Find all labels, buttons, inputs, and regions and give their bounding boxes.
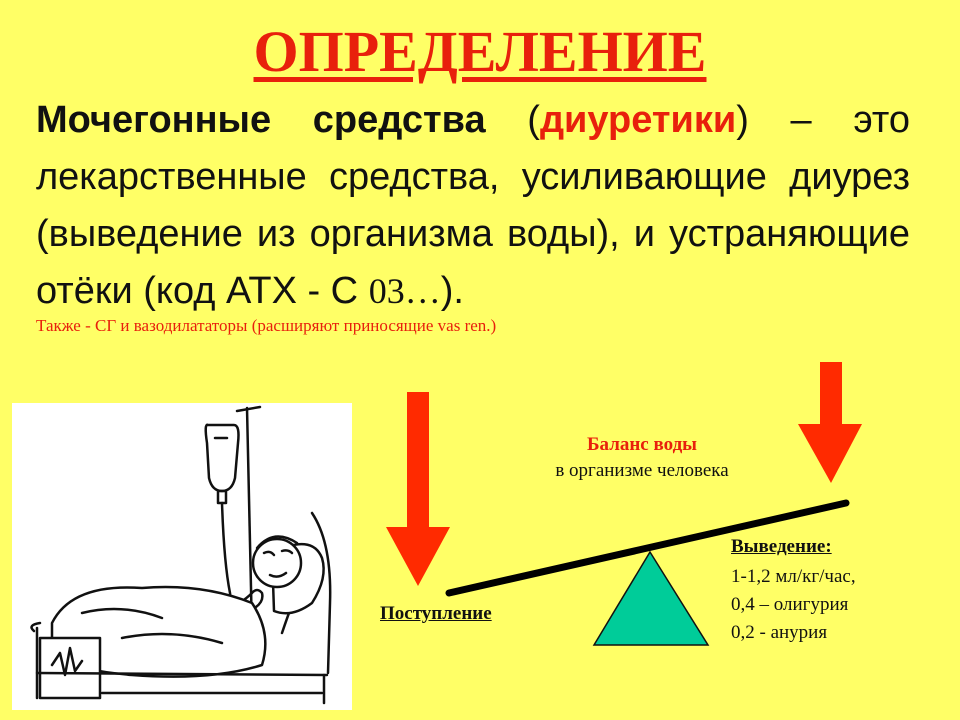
definition-synonym: диуретики bbox=[539, 99, 737, 141]
definition-text: Мочегонные средства (диуретики) – это ле… bbox=[36, 92, 910, 320]
output-title: Выведение: bbox=[731, 536, 832, 557]
open-paren: ( bbox=[527, 99, 540, 141]
slide-title: ОПРЕДЕЛЕНИЕ bbox=[253, 19, 707, 84]
definition-rest: – это лекарственные средства, усиливающи… bbox=[36, 99, 910, 312]
note-text: Также - СГ и вазодилататоры (расширяют п… bbox=[36, 316, 497, 335]
atc-code: 03… bbox=[368, 271, 441, 311]
output-line-3: 0,2 - анурия bbox=[731, 622, 828, 643]
balance-beam bbox=[445, 499, 850, 597]
intake-arrow-icon bbox=[386, 392, 450, 586]
output-line-1: 1-1,2 мл/кг/час, bbox=[731, 566, 856, 587]
output-arrow-icon bbox=[798, 362, 862, 483]
intake-label: Поступление bbox=[380, 603, 492, 624]
patient-in-bed-icon bbox=[30, 405, 332, 705]
output-line-2: 0,4 – олигурия bbox=[731, 594, 849, 615]
fulcrum-triangle bbox=[592, 550, 710, 646]
patient-illustration bbox=[12, 403, 352, 710]
definition-term: Мочегонные средства bbox=[36, 99, 486, 141]
definition-end: ). bbox=[440, 270, 464, 312]
close-paren: ) bbox=[736, 99, 749, 141]
balance-subtitle: в организме человека bbox=[555, 460, 729, 481]
balance-title: Баланс воды bbox=[586, 434, 698, 455]
